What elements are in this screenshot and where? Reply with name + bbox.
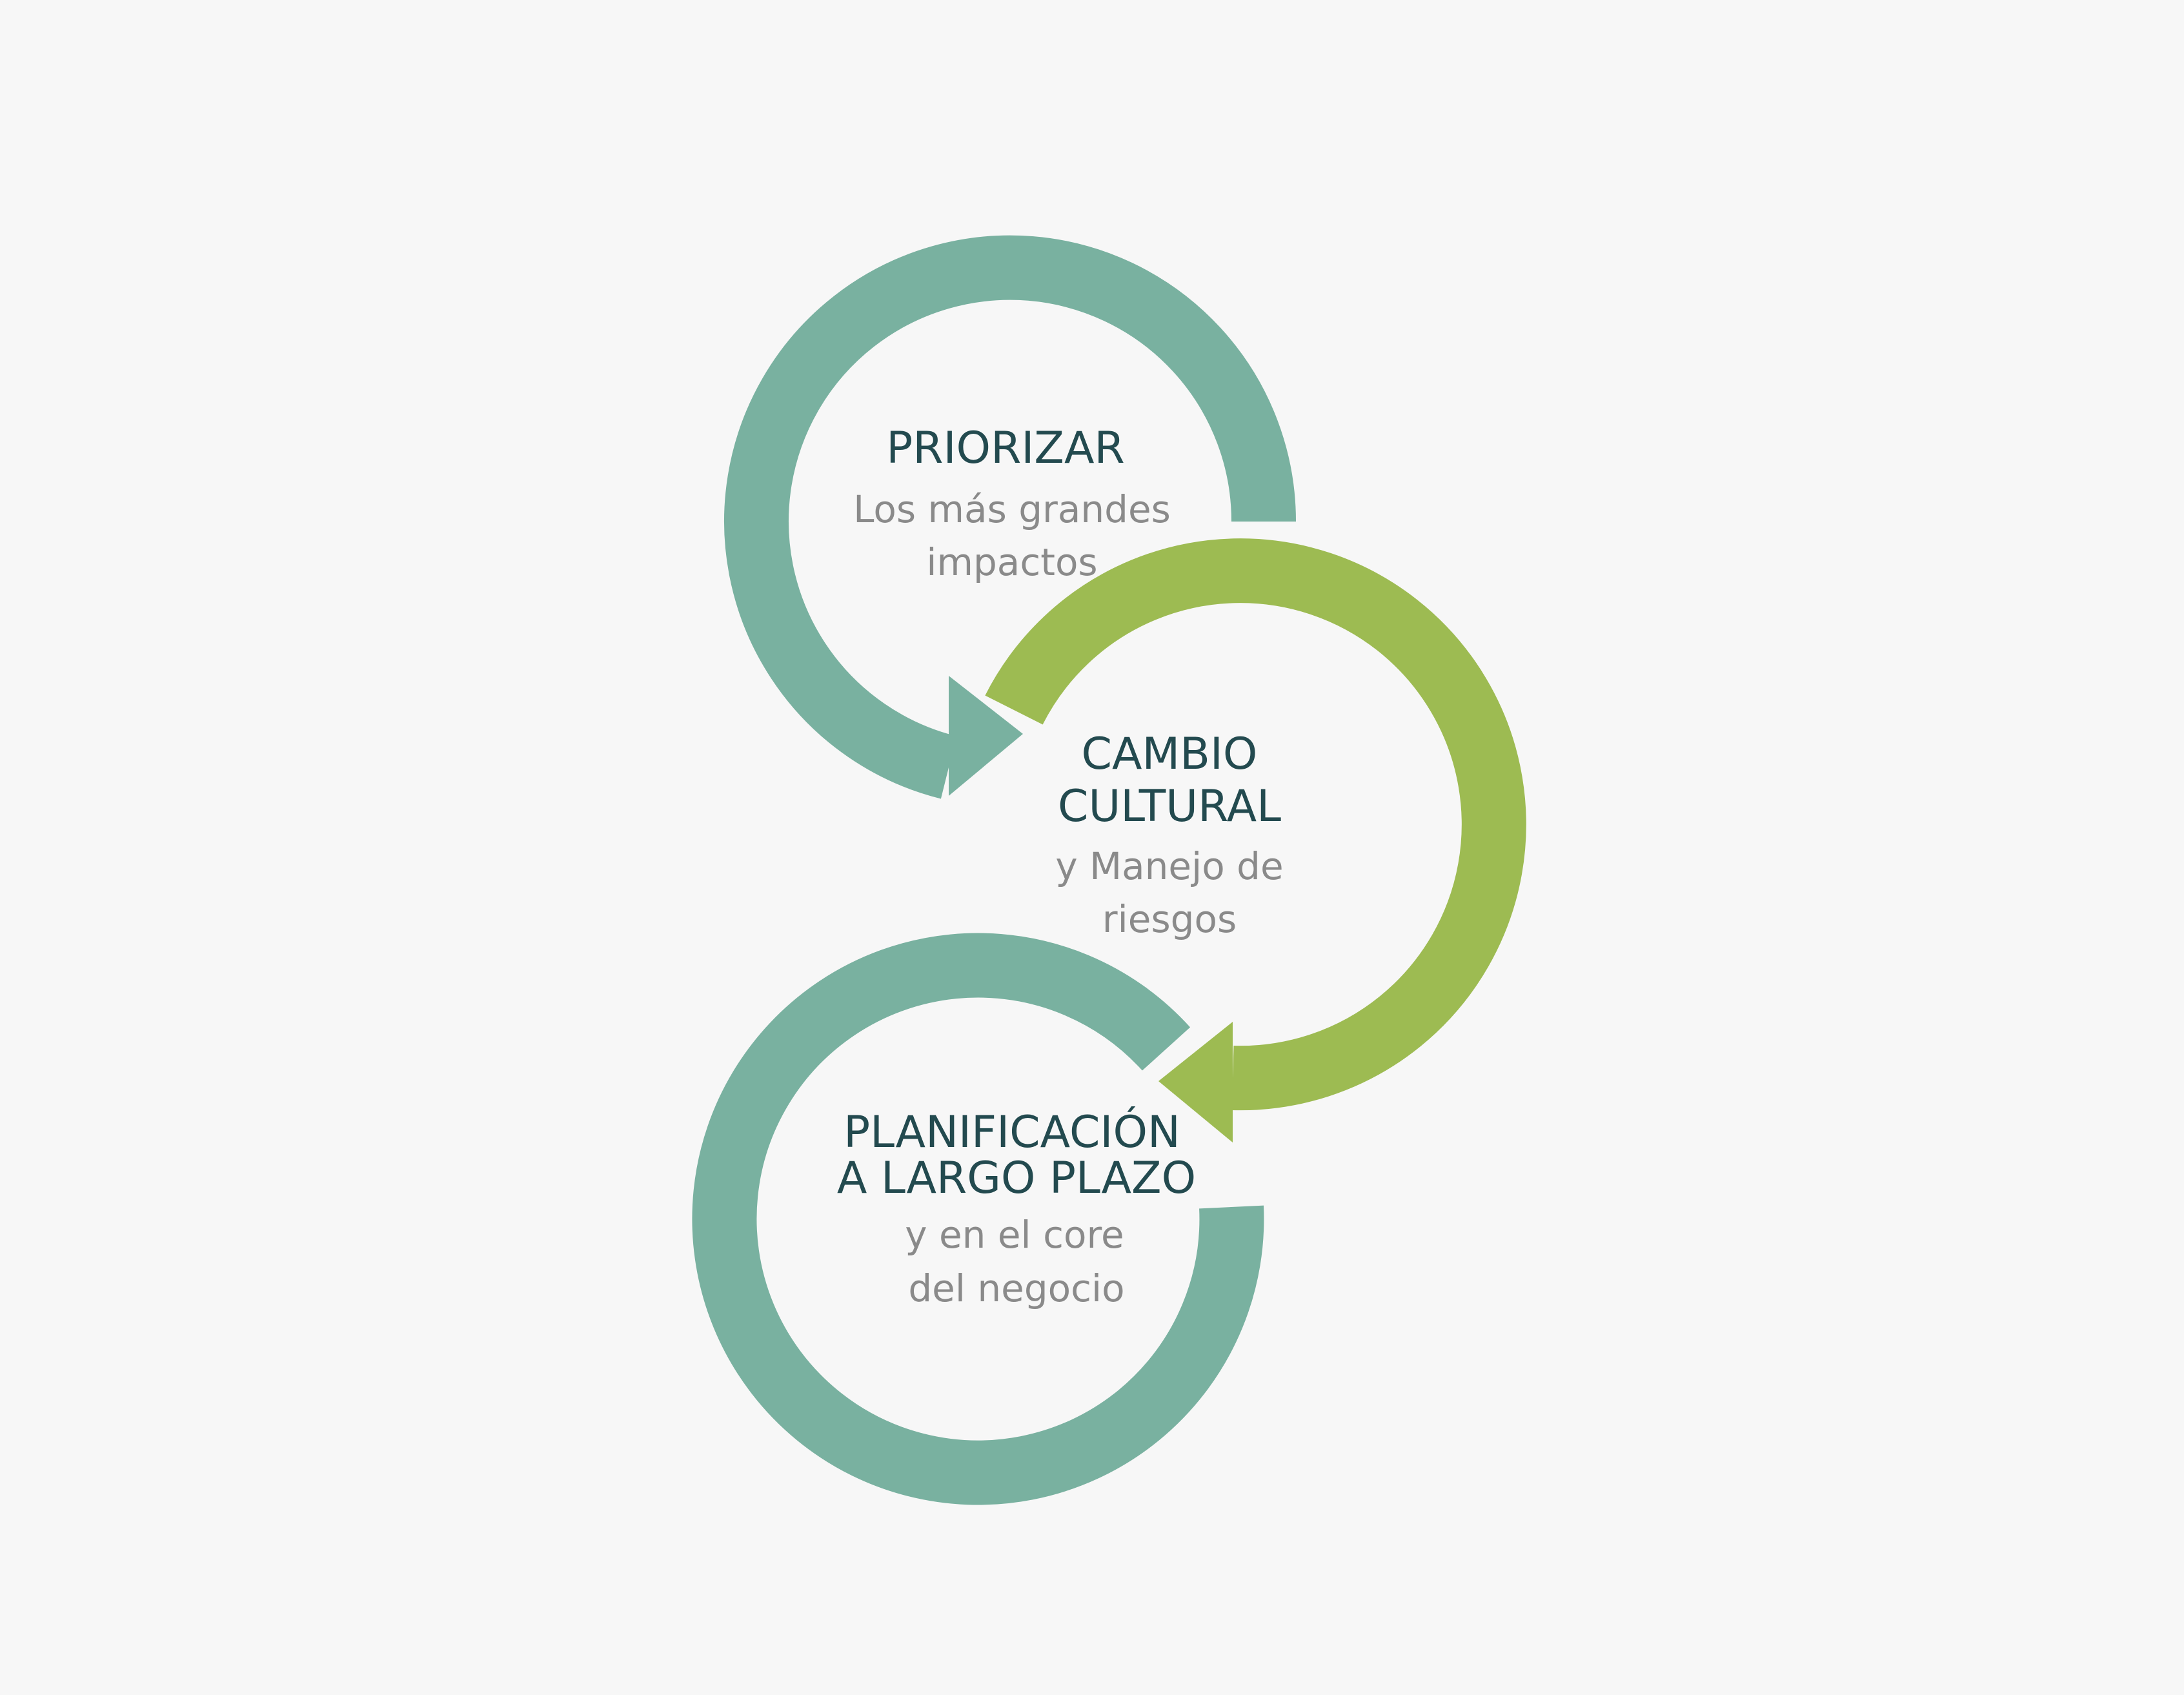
stage-subtitle: del negocio xyxy=(908,1266,1124,1310)
stage-cambio-cultural: CAMBIO CULTURAL y Manejo de riesgos xyxy=(1055,729,1283,941)
stage-title: A LARGO PLAZO xyxy=(837,1153,1196,1204)
stage-title: PRIORIZAR xyxy=(886,423,1124,474)
stage-subtitle: impactos xyxy=(926,540,1097,584)
cambio-cultural-arrow xyxy=(985,538,1526,1142)
stage-subtitle: Los más grandes xyxy=(853,487,1171,531)
stage-title: CAMBIO xyxy=(1082,729,1258,780)
planificacion-arrow xyxy=(692,933,1264,1505)
priorizar-ring xyxy=(724,235,1296,799)
planificacion-ring xyxy=(692,933,1264,1505)
stage-title: PLANIFICACIÓN xyxy=(844,1106,1180,1158)
priorizar-arrow xyxy=(724,235,1296,799)
stage-subtitle: riesgos xyxy=(1102,897,1237,941)
stage-subtitle: y en el core xyxy=(905,1213,1124,1257)
stage-subtitle: y Manejo de xyxy=(1055,844,1283,888)
stage-title: CULTURAL xyxy=(1058,781,1281,832)
stage-planificacion: PLANIFICACIÓN A LARGO PLAZO y en el core… xyxy=(837,1106,1196,1310)
stage-priorizar: PRIORIZAR Los más grandes impactos xyxy=(853,423,1171,584)
priorizar-arrowhead xyxy=(949,676,1023,796)
cambio-cultural-ring xyxy=(985,538,1526,1111)
cambio-cultural-arrowhead xyxy=(1158,1022,1233,1142)
